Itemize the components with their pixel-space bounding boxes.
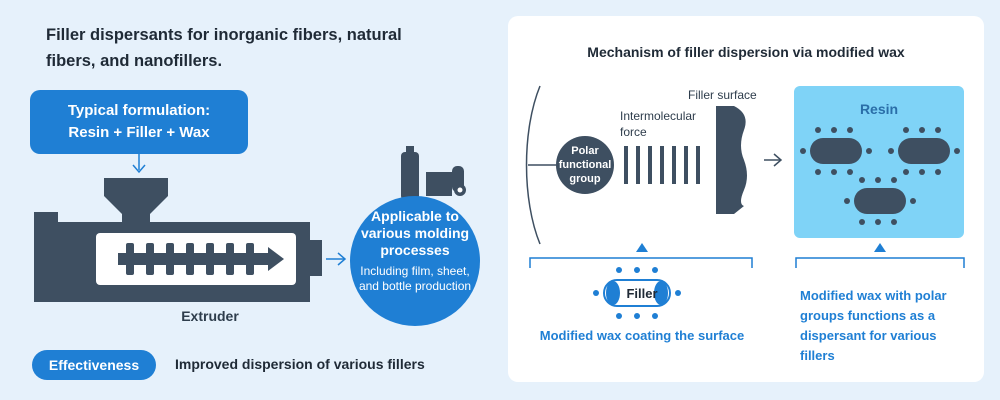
mechanism-title: Mechanism of filler dispersion via modif… (587, 44, 905, 60)
effectiveness-badge: Effectiveness (32, 350, 156, 380)
right-arrow-head (337, 252, 347, 266)
left-bracket (529, 257, 753, 268)
extruder-nozzle (310, 240, 322, 276)
resin-label: Resin (859, 101, 899, 117)
intermolecular-label: Intermolecular force (620, 109, 697, 139)
extruder-screw-flights (126, 243, 254, 275)
sheet-box-icon (426, 172, 452, 196)
extruder-hopper (104, 178, 168, 214)
polar-group-circle: Polar functional group (556, 136, 614, 194)
right-bracket-pointer (874, 243, 886, 252)
extruder-label: Extruder (181, 308, 239, 324)
down-arrow-head (132, 164, 146, 174)
mechanism-arrow-head (773, 153, 783, 167)
dispersed-filler-2 (888, 127, 960, 175)
filler-surface (716, 106, 747, 214)
polar-group-label: Polar functional group (558, 145, 612, 185)
wax-chain-curve (525, 85, 541, 245)
resin-particles (800, 127, 960, 225)
molding-subtitle: Including film, sheet, and bottle produc… (358, 264, 472, 293)
left-bracket-pointer (636, 243, 648, 252)
bottle-icon (401, 146, 419, 200)
extruder-base-left (34, 212, 58, 302)
right-bracket (795, 257, 965, 268)
extruder-screw-tip (268, 247, 284, 271)
headline: Filler dispersants for inorganic fibers,… (46, 26, 402, 70)
formulation-line2: Resin + Filler + Wax (68, 124, 210, 141)
caption-coating: Modified wax coating the surface (539, 328, 745, 343)
molding-circle: Applicable to various molding processes … (350, 196, 480, 326)
dispersed-filler-3 (844, 177, 916, 225)
effectiveness-text: Improved dispersion of various fillers (175, 356, 425, 372)
intermolecular-bars (624, 146, 700, 184)
formulation-line1: Typical formulation: (67, 102, 211, 119)
molding-title: Applicable to various molding processes (360, 208, 470, 258)
caption-dispersant: Modified wax with polar groups functions… (800, 288, 947, 363)
filler-surface-label: Filler surface (688, 88, 757, 102)
filler-label: Filler (626, 286, 658, 301)
dispersed-filler-1 (800, 127, 872, 175)
formulation-box: Typical formulation: Resin + Filler + Wa… (30, 90, 248, 154)
extruder-hopper-neck (122, 206, 150, 222)
film-roll-icon (452, 166, 466, 196)
filler-capsule-icon (593, 267, 681, 319)
